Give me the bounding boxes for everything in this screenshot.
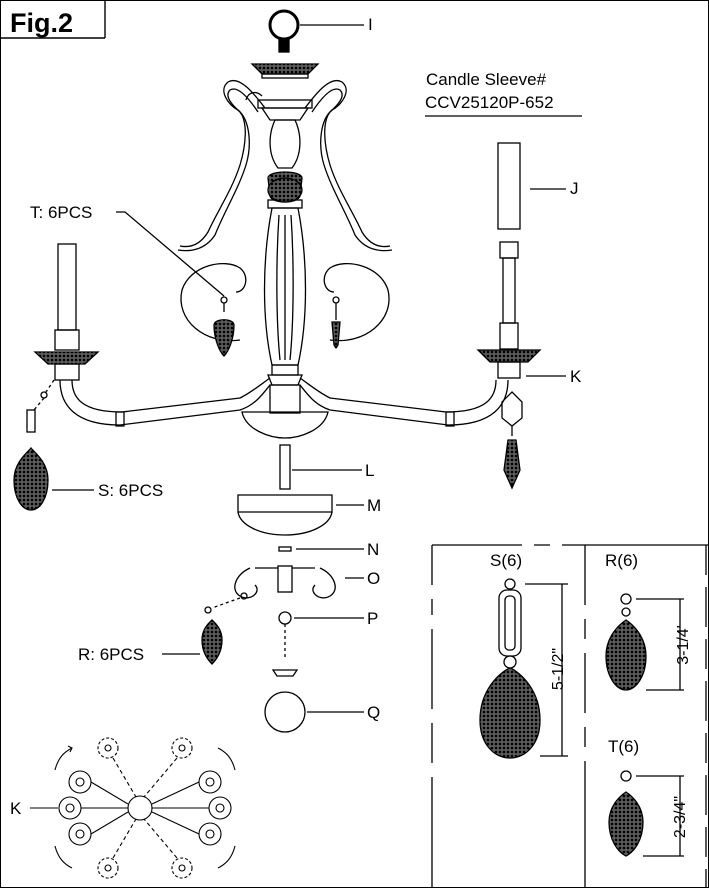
callout-l: L xyxy=(365,461,375,480)
callout-m: M xyxy=(367,496,382,515)
detail-r-title: R(6) xyxy=(605,551,639,570)
candle-sleeve-heading: Candle Sleeve# xyxy=(426,70,547,89)
detail-t-title: T(6) xyxy=(608,737,640,756)
detail-s-title: S(6) xyxy=(490,551,523,570)
callout-n: N xyxy=(367,540,380,559)
bottom-assembly xyxy=(162,444,364,733)
upper-scroll-frame xyxy=(177,79,393,252)
candle-sleeve-part-number: CCV25120P-652 xyxy=(425,93,554,112)
hook-ring xyxy=(268,9,364,53)
t-leader-line xyxy=(116,211,225,297)
right-candle xyxy=(476,142,566,490)
callout-q: Q xyxy=(367,703,381,722)
inner-scrolls xyxy=(180,263,390,357)
central-column xyxy=(257,99,313,414)
arms xyxy=(59,377,509,439)
detail-t-dimension: 2-3/4" xyxy=(672,795,690,839)
figure-title: Fig.2 xyxy=(10,8,74,38)
callout-p: P xyxy=(367,609,379,628)
top-view-arm-layout xyxy=(30,737,236,879)
crystal-count-t: T: 6PCS xyxy=(30,203,93,222)
detail-s-dimension: 5-1/2" xyxy=(550,647,568,691)
crystal-count-r: R: 6PCS xyxy=(78,645,145,664)
callout-k: K xyxy=(570,367,582,386)
left-candle xyxy=(13,243,100,511)
callout-i: I xyxy=(368,15,373,34)
crystal-detail-box xyxy=(431,544,708,888)
detail-r-dimension: 3-1/4' xyxy=(674,625,692,665)
crystal-count-s: S: 6PCS xyxy=(98,481,164,500)
callout-o: O xyxy=(367,569,381,588)
callout-k-top-view: K xyxy=(10,799,22,818)
top-canopy xyxy=(250,63,320,79)
callout-j: J xyxy=(570,179,579,198)
